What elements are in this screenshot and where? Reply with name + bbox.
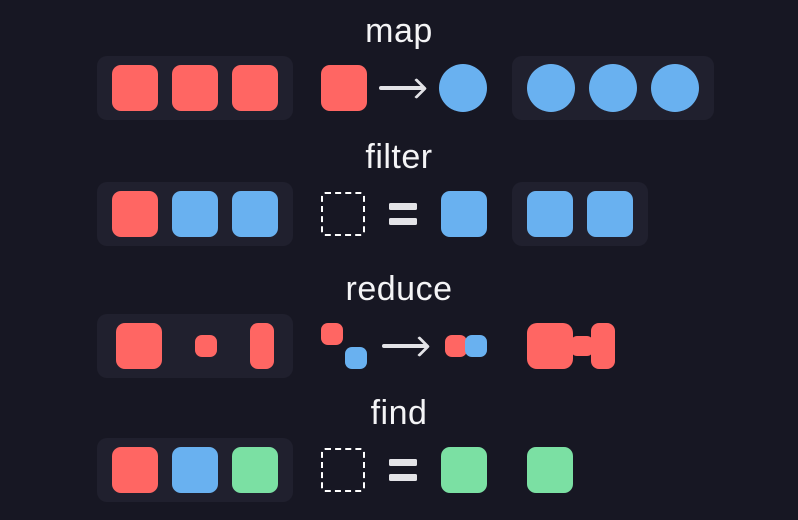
- blue-square: [527, 191, 573, 237]
- red-square: [232, 65, 278, 111]
- dashed-placeholder-box: [321, 192, 365, 236]
- red-tall-rect: [250, 323, 274, 369]
- filter-middle-group: [321, 191, 487, 237]
- blue-square: [441, 191, 487, 237]
- red-square: [112, 447, 158, 493]
- equals-icon: [389, 203, 417, 225]
- find-left-array-container: [97, 438, 293, 502]
- red-square: [116, 323, 162, 369]
- reduce-right-group: [527, 323, 615, 369]
- map-right-array-container: [512, 56, 714, 120]
- blue-square: [587, 191, 633, 237]
- green-square: [441, 447, 487, 493]
- method-content: [0, 314, 798, 378]
- filter-right-array-container: [512, 182, 648, 246]
- method-row-filter: filter: [0, 138, 798, 246]
- red-square: [321, 65, 367, 111]
- blue-square: [465, 335, 487, 357]
- reduce-left-array-container: [97, 314, 293, 378]
- arrow-right-icon: [382, 332, 430, 360]
- red-merged-connector: [571, 336, 593, 356]
- method-title: filter: [365, 138, 433, 176]
- blue-circle: [439, 64, 487, 112]
- red-square: [112, 65, 158, 111]
- green-square: [232, 447, 278, 493]
- reduce-middle-group: [321, 323, 487, 369]
- red-merged-bar: [591, 323, 615, 369]
- method-row-find: find: [0, 394, 798, 502]
- red-square: [445, 335, 467, 357]
- method-row-reduce: reduce: [0, 270, 798, 378]
- adjacent-pair: [445, 335, 487, 357]
- red-square: [195, 335, 217, 357]
- diagonal-pair: [321, 323, 367, 369]
- blue-circle: [589, 64, 637, 112]
- blue-square: [172, 447, 218, 493]
- method-content: [0, 56, 798, 120]
- red-square: [321, 323, 343, 345]
- red-merged-block: [527, 323, 573, 369]
- method-title: find: [370, 394, 428, 432]
- equals-icon: [389, 459, 417, 481]
- dashed-placeholder-box: [321, 448, 365, 492]
- method-title: map: [365, 12, 433, 50]
- blue-square: [345, 347, 367, 369]
- method-title: reduce: [345, 270, 453, 308]
- find-middle-group: [321, 447, 487, 493]
- green-square: [527, 447, 573, 493]
- blue-circle: [527, 64, 575, 112]
- method-content: [0, 438, 798, 502]
- merged-shape: [527, 323, 615, 369]
- map-middle-group: [321, 64, 487, 112]
- blue-square: [172, 191, 218, 237]
- blue-square: [232, 191, 278, 237]
- find-right-group: [527, 447, 573, 493]
- red-square: [112, 191, 158, 237]
- blue-circle: [651, 64, 699, 112]
- filter-left-array-container: [97, 182, 293, 246]
- method-row-map: map: [0, 12, 798, 120]
- map-left-array-container: [97, 56, 293, 120]
- arrow-right-icon: [379, 74, 427, 102]
- red-square: [172, 65, 218, 111]
- method-content: [0, 182, 798, 246]
